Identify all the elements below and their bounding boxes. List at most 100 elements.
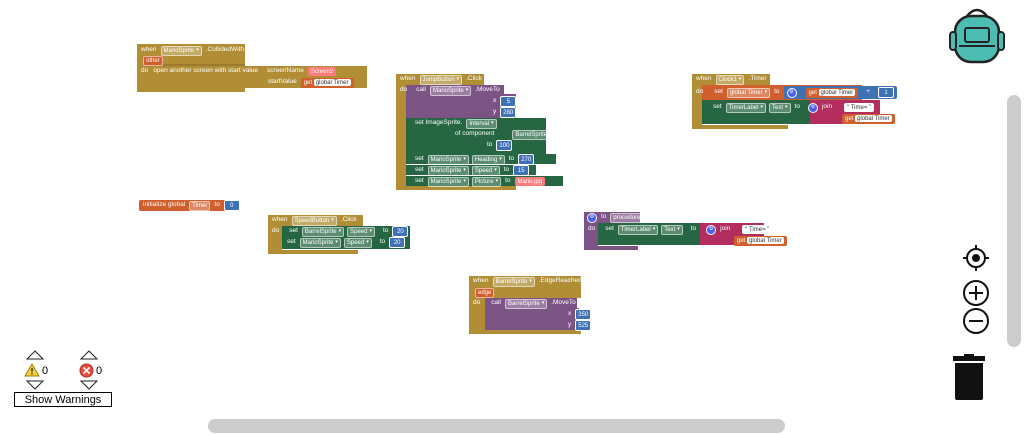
gear-icon[interactable]: ⚙: [786, 87, 797, 98]
to-label: to: [382, 227, 389, 235]
component-dropdown[interactable]: BarrelSprite▾: [492, 276, 535, 287]
sprite-dropdown[interactable]: BarrelSprite▾: [301, 226, 345, 237]
label-component-dropdown[interactable]: TimerLabel▾: [725, 102, 766, 113]
event-param-other[interactable]: other: [143, 55, 163, 66]
param-y-label: y: [568, 321, 572, 329]
set-generic-label: set ImageSprite.: [415, 119, 463, 127]
param-x-label: x: [493, 97, 497, 105]
keyword-call: call: [491, 299, 501, 307]
method-name: .MoveTo: [551, 299, 576, 307]
component-dropdown[interactable]: MarioSprite▾: [160, 45, 202, 56]
property-dropdown[interactable]: Interval▾: [466, 118, 497, 129]
y-number[interactable]: 280: [500, 107, 517, 118]
property-dropdown[interactable]: Text▾: [768, 102, 791, 113]
warning-next-arrow[interactable]: [26, 380, 44, 390]
crosshair-icon[interactable]: [962, 244, 990, 272]
picture-string[interactable]: Mario.jpg: [514, 177, 546, 186]
time-string[interactable]: “ Time= ”: [742, 225, 773, 234]
event-name: .Timer: [748, 75, 767, 83]
block-speed-button-click[interactable]: when SpeedButton▾ .Click do set BarrelSp…: [268, 215, 414, 257]
component-block[interactable]: BarrelSprite▾: [512, 129, 555, 140]
procedure-name-field[interactable]: procedure: [610, 212, 644, 223]
show-warnings-button[interactable]: Show Warnings: [14, 392, 112, 407]
sprite-dropdown[interactable]: MarioSprite▾: [299, 237, 341, 248]
sprite-dropdown[interactable]: MarioSprite▾: [430, 85, 472, 96]
keyword-when: when: [696, 75, 712, 83]
variable-dropdown[interactable]: global Timer▾: [726, 87, 771, 98]
event-name: .CollidedWith: [205, 46, 245, 54]
block-clock-timer[interactable]: when Clock1▾ .Timer do set global Timer▾…: [692, 74, 908, 130]
time-string[interactable]: “ Time= ”: [844, 103, 875, 112]
gear-icon[interactable]: ⚙: [587, 212, 597, 223]
label-component-dropdown[interactable]: TimerLabel▾: [617, 224, 659, 235]
block-barrel-edge-reached[interactable]: when BarrelSprite▾ .EdgeReached edge do …: [469, 276, 601, 336]
vertical-scrollbar[interactable]: [1007, 95, 1021, 347]
block-procedure[interactable]: ⚙ to procedure do set TimerLabel▾ Text▾ …: [584, 212, 802, 252]
property-dropdown[interactable]: Text▾: [661, 224, 683, 235]
x-number[interactable]: 5: [500, 96, 517, 107]
property-dropdown[interactable]: Heading▾: [471, 154, 505, 165]
to-label: to: [487, 141, 493, 149]
keyword-do: do: [473, 299, 481, 307]
horizontal-scrollbar[interactable]: [208, 419, 785, 433]
component-dropdown[interactable]: Clock1▾: [715, 74, 745, 85]
initial-value-number[interactable]: 0: [223, 200, 240, 211]
keyword-do: do: [272, 227, 280, 235]
sprite-dropdown[interactable]: MarioSprite▾: [427, 154, 469, 165]
get-global-timer[interactable]: get global Timer: [842, 113, 895, 124]
property-dropdown[interactable]: Speed▾: [343, 237, 372, 248]
error-next-arrow[interactable]: [80, 380, 98, 390]
speed-number[interactable]: 20: [392, 226, 409, 237]
to-label: to: [690, 225, 697, 233]
speed-number[interactable]: 20: [389, 237, 406, 248]
gear-icon[interactable]: ⚙: [807, 102, 818, 113]
interval-number[interactable]: 100: [496, 140, 513, 151]
speed-number[interactable]: 15: [513, 165, 530, 176]
param-y-label: y: [493, 108, 497, 116]
property-dropdown[interactable]: Speed▾: [347, 226, 375, 237]
keyword-call: call: [416, 86, 426, 94]
x-number[interactable]: 350: [575, 309, 592, 320]
sprite-dropdown[interactable]: MarioSprite▾: [427, 176, 469, 187]
keyword-set: set: [415, 177, 424, 185]
keyword-set: set: [415, 155, 424, 163]
zoom-out-icon[interactable]: [962, 307, 990, 335]
math-add-block[interactable]: ⚙ get global Timer + 1: [783, 86, 898, 99]
component-dropdown[interactable]: JumpButton▾: [419, 74, 463, 85]
warning-prev-arrow[interactable]: [26, 350, 44, 360]
param-x-label: x: [568, 310, 572, 318]
heading-number[interactable]: 270: [518, 154, 535, 165]
to-label: to: [794, 103, 800, 111]
error-icon: [79, 363, 94, 378]
error-prev-arrow[interactable]: [80, 350, 98, 360]
screen-name-value[interactable]: Screen2: [307, 67, 337, 76]
block-mario-collided-with[interactable]: when MarioSprite▾ .CollidedWith other do…: [137, 44, 367, 94]
property-dropdown[interactable]: Speed▾: [471, 165, 500, 176]
y-number[interactable]: 525: [575, 320, 592, 331]
component-dropdown[interactable]: SpeedButton▾: [291, 215, 337, 226]
event-param-edge[interactable]: edge: [475, 287, 495, 298]
keyword-when: when: [272, 216, 288, 224]
keyword-when: when: [400, 75, 416, 83]
sprite-dropdown[interactable]: MarioSprite▾: [427, 165, 469, 176]
trash-icon[interactable]: [951, 354, 987, 400]
one-number[interactable]: 1: [878, 87, 895, 98]
variable-name-field[interactable]: Timer: [189, 200, 211, 211]
block-initialize-global[interactable]: initialize global Timer to 0: [139, 199, 240, 212]
get-global-timer[interactable]: get global Timer: [300, 77, 354, 88]
screen-name-label: screenName: [267, 67, 304, 75]
error-count: 0: [96, 365, 103, 377]
open-screen-label: open another screen with start value: [153, 67, 259, 75]
block-jump-button-click[interactable]: when JumpButton▾ .Click do call MarioSpr…: [396, 74, 568, 190]
gear-icon[interactable]: ⚙: [706, 224, 717, 235]
sprite-dropdown[interactable]: BarrelSprite▾: [505, 298, 548, 309]
get-global-timer[interactable]: get global Timer: [734, 235, 787, 246]
zoom-in-icon[interactable]: [962, 279, 990, 307]
backpack-icon[interactable]: [949, 6, 1005, 64]
warning-icon: [24, 363, 40, 377]
get-global-timer[interactable]: get global Timer: [805, 87, 859, 98]
property-dropdown[interactable]: Picture▾: [471, 176, 502, 187]
keyword-set: set: [289, 227, 298, 235]
event-name: .Click: [466, 75, 482, 83]
